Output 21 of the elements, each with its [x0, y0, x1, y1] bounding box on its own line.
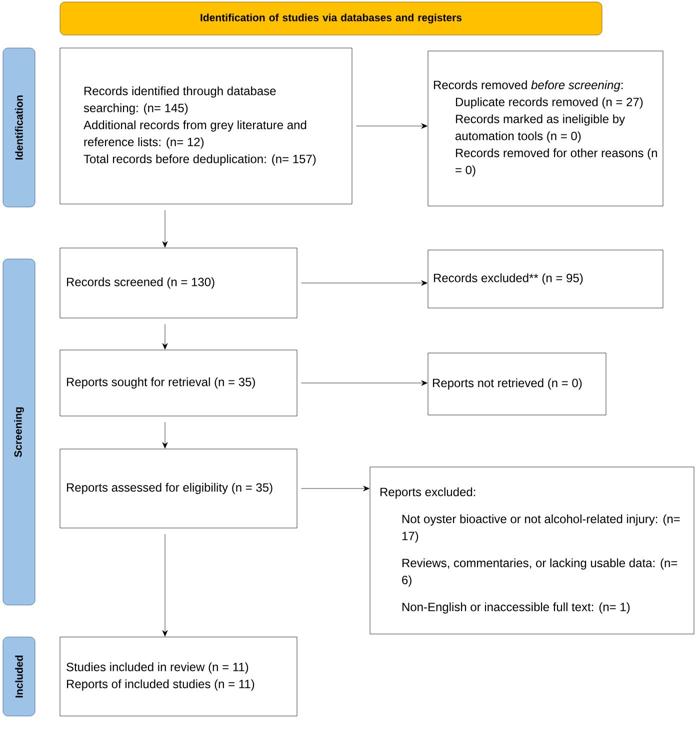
process-box: Records excluded** (n = 95): [428, 250, 664, 308]
phase-label: Identification: [2, 48, 36, 208]
arrow: [301, 380, 428, 386]
process-box: Records identified through database searching: (n= 145) Additional records from grey literature and reference lists: (n= 12) Total records before deduplication: (n= 157): [60, 48, 352, 204]
process-box: Records screened (n = 130): [60, 248, 298, 318]
process-box: Studies included in review (n = 11) Reports of included studies (n = 11): [60, 636, 298, 716]
arrow: [162, 210, 168, 248]
arrow: [162, 534, 168, 636]
process-box: Reports not retrieved (n = 0): [428, 352, 606, 416]
process-box: Records removed before screening: Duplicate records removed (n = 27) Records marked as ineligible by automation tools (n = 0) Records removed for other reasons (n = 0): [428, 50, 664, 206]
phase-label: Screening: [2, 258, 36, 606]
section-banner: Identification of studies via databases and registers: [60, 2, 602, 36]
process-box: Reports assessed for eligibility (n = 35): [60, 448, 298, 528]
arrow: [162, 422, 168, 448]
arrow: [301, 280, 428, 286]
phase-label: Included: [2, 636, 36, 716]
process-box: Reports sought for retrieval (n = 35): [60, 350, 298, 416]
arrow: [301, 486, 370, 492]
arrow: [356, 123, 428, 129]
process-box: Reports excluded: Not oyster bioactive or not alcohol-related injury: (n= 17) Reviews, commentaries, or lacking usable data: (n= 6) Non-English or inaccessible full text: (n= 1): [370, 466, 694, 634]
arrow: [162, 324, 168, 350]
